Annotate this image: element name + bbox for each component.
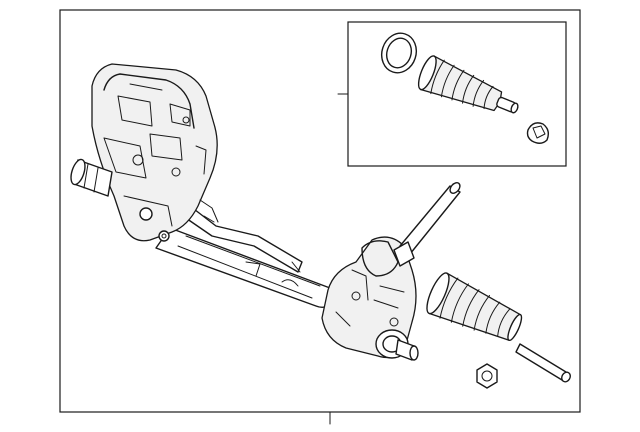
boot bbox=[426, 272, 523, 342]
outer-rod bbox=[515, 343, 571, 383]
motor-housing bbox=[91, 63, 218, 242]
clamp-ring bbox=[380, 32, 418, 74]
steering-gear-assembly bbox=[70, 63, 461, 361]
pinion-housing bbox=[321, 236, 419, 361]
inset-detail-box bbox=[337, 21, 567, 167]
boot-clamp bbox=[526, 122, 550, 144]
inner-tie-rod bbox=[393, 182, 461, 267]
hex-nut bbox=[476, 363, 498, 389]
inset-boot bbox=[417, 55, 519, 114]
input-shaft-stub bbox=[70, 158, 113, 197]
